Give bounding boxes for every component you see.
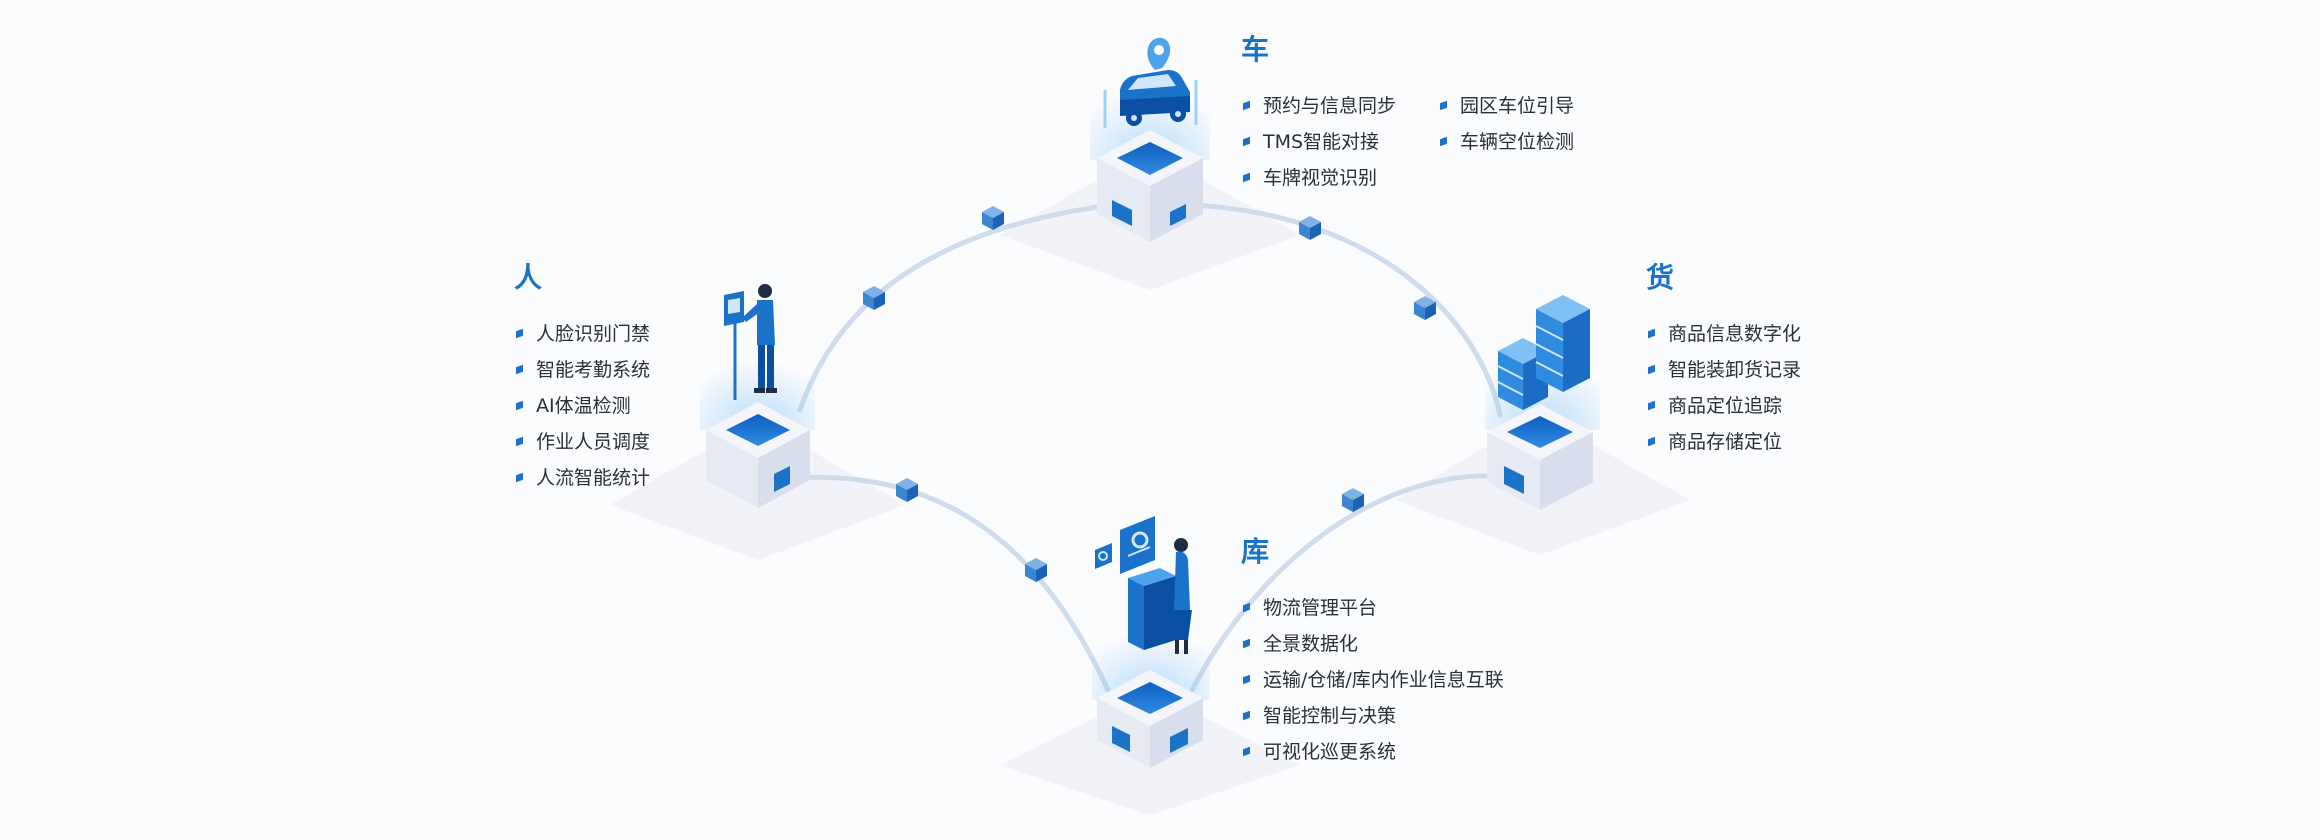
people-section: 人 人脸识别门禁 智能考勤系统 AI体温检测 作业人员调度 人流智能统计 bbox=[514, 262, 650, 496]
list-item: 园区车位引导 bbox=[1438, 88, 1574, 124]
list-item: 人脸识别门禁 bbox=[514, 316, 650, 352]
woman-at-control-terminal-icon bbox=[1095, 516, 1192, 654]
list-item: 智能控制与决策 bbox=[1241, 698, 1504, 734]
vehicle-node bbox=[1090, 37, 1210, 242]
list-item: TMS智能对接 bbox=[1241, 124, 1396, 160]
goods-section: 货 商品信息数字化 智能装卸货记录 商品定位追踪 商品存储定位 bbox=[1646, 262, 1801, 460]
list-item: 商品信息数字化 bbox=[1646, 316, 1801, 352]
list-item: AI体温检测 bbox=[514, 388, 650, 424]
list-item: 车牌视觉识别 bbox=[1241, 160, 1396, 196]
stacked-server-cargo-icon bbox=[1497, 295, 1590, 410]
list-item: 车辆空位检测 bbox=[1438, 124, 1574, 160]
list-item: 智能装卸货记录 bbox=[1646, 352, 1801, 388]
section-title: 库 bbox=[1241, 535, 1270, 568]
vehicle-section: 车 预约与信息同步 TMS智能对接 车牌视觉识别 园区车位引导 车辆空位检测 bbox=[1241, 34, 1574, 196]
list-item: 可视化巡更系统 bbox=[1241, 734, 1504, 770]
car-with-location-pin-icon bbox=[1103, 37, 1198, 128]
list-item: 全景数据化 bbox=[1241, 626, 1504, 662]
list-item: 预约与信息同步 bbox=[1241, 88, 1396, 124]
section-title: 人 bbox=[514, 261, 543, 294]
section-title: 货 bbox=[1646, 261, 1675, 294]
list-item: 物流管理平台 bbox=[1241, 590, 1504, 626]
man-at-info-kiosk-icon bbox=[724, 284, 777, 400]
vehicle-feature-list-col1: 预约与信息同步 TMS智能对接 车牌视觉识别 bbox=[1241, 88, 1396, 196]
list-item: 智能考勤系统 bbox=[514, 352, 650, 388]
goods-feature-list: 商品信息数字化 智能装卸货记录 商品定位追踪 商品存储定位 bbox=[1646, 316, 1801, 460]
warehouse-feature-list: 物流管理平台 全景数据化 运输/仓储/库内作业信息互联 智能控制与决策 可视化巡… bbox=[1241, 590, 1504, 770]
small-cube-icon bbox=[1299, 216, 1321, 240]
goods-node bbox=[1485, 295, 1600, 510]
list-item: 运输/仓储/库内作业信息互联 bbox=[1241, 662, 1504, 698]
small-cube-icon bbox=[1025, 558, 1047, 582]
people-node bbox=[700, 284, 815, 508]
list-item: 作业人员调度 bbox=[514, 424, 650, 460]
warehouse-node bbox=[1092, 516, 1210, 768]
people-feature-list: 人脸识别门禁 智能考勤系统 AI体温检测 作业人员调度 人流智能统计 bbox=[514, 316, 650, 496]
list-item: 商品定位追踪 bbox=[1646, 388, 1801, 424]
section-title: 车 bbox=[1241, 33, 1270, 66]
warehouse-section: 库 物流管理平台 全景数据化 运输/仓储/库内作业信息互联 智能控制与决策 可视… bbox=[1241, 536, 1504, 770]
list-item: 人流智能统计 bbox=[514, 460, 650, 496]
vehicle-feature-list-col2: 园区车位引导 车辆空位检测 bbox=[1438, 88, 1574, 196]
list-item: 商品存储定位 bbox=[1646, 424, 1801, 460]
small-cube-icon bbox=[896, 478, 918, 502]
